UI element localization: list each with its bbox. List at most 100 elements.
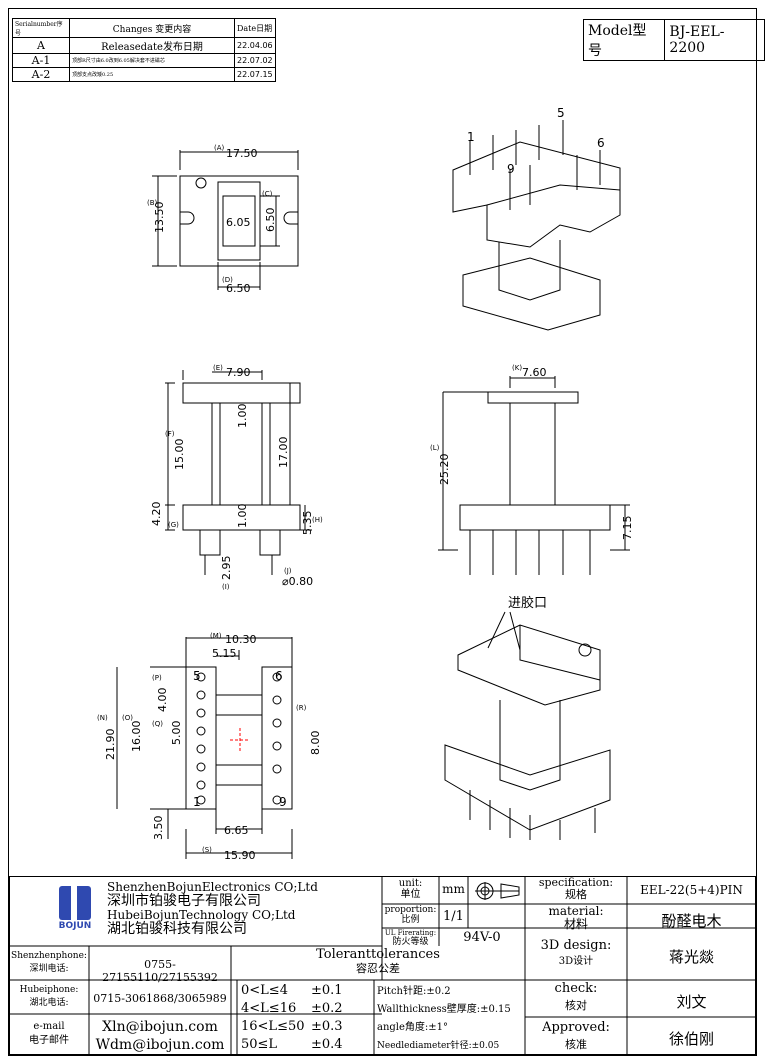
iso-top-view	[452, 120, 621, 331]
ul-label: UL Firerating:	[384, 929, 437, 937]
ul-label-cn: 防火等级	[392, 937, 429, 947]
material-label: material:	[548, 904, 604, 918]
front-view-pins	[199, 530, 281, 575]
iso-pin-1: 1	[467, 130, 475, 144]
design-value: 蒋光燚	[668, 948, 714, 966]
top-view-outline	[179, 175, 299, 267]
email-label: e-mail	[33, 1021, 65, 1032]
iso-top-pins	[469, 120, 601, 210]
dim-c-label: (C)	[262, 190, 273, 198]
dim-k-label: (K)	[512, 364, 522, 372]
dim-j-label: (J)	[284, 567, 292, 575]
needle-note: Needlediameter针径:±0.05	[377, 1041, 500, 1051]
dim-17-value: 17.00	[277, 437, 290, 469]
top-view-dim-lines	[152, 150, 299, 290]
tolerance-notes: Pitch针距:±0.2 Wallthickness壁厚度:±0.15 angl…	[377, 983, 525, 1055]
email-2: Wdm@ibojun.com	[95, 1037, 225, 1053]
top-view-hole	[195, 177, 207, 189]
dim-e-value: 7.90	[226, 366, 251, 379]
unit-label-cell: unit: 单位	[382, 878, 439, 900]
tolerance-value: ±0.3	[311, 1019, 343, 1034]
approved-label: Approved:	[542, 1020, 610, 1035]
dim-h-label: (H)	[312, 516, 323, 524]
gate-leaders	[487, 611, 521, 651]
spec-label: specification:	[538, 876, 614, 889]
dim-c-value: 6.50	[264, 208, 277, 233]
revision-change: 顶部支点改矮0.25	[69, 67, 235, 82]
bottom-view-centermark	[230, 728, 250, 752]
ul-label-cell: UL Firerating: 防火等级	[382, 929, 439, 947]
material-label-cell: material: 材料	[525, 905, 627, 931]
dim-m-label: (M)	[210, 632, 222, 640]
hubei-label: Hubeiphone:	[19, 985, 79, 995]
revision-serial: A-1	[12, 53, 70, 68]
proportion-label-cell: proportion: 比例	[382, 905, 439, 925]
shenzhen-phone: 0755-27155110/27155392	[102, 958, 218, 984]
dim-715-value: 7.15	[621, 516, 634, 541]
dim-q-label: (Q)	[152, 720, 163, 728]
dim-p-value: 4.00	[156, 688, 169, 713]
dim-l-value: 25.20	[438, 454, 451, 486]
dim-b-label: (B)	[147, 199, 158, 207]
title-block-grid	[9, 876, 756, 1055]
shenzhen-label-cell: Shenzhenphone: 深圳电话:	[9, 950, 89, 976]
hubei-label-cn: 湖北电话:	[29, 998, 69, 1008]
iso-bottom-view	[444, 611, 611, 840]
drawing-frame	[8, 8, 757, 1056]
dim-f-value: 15.00	[173, 439, 186, 471]
proportion-label-cn: 比例	[401, 915, 420, 925]
tolerance-row: 16<L≤50±0.3	[241, 1018, 371, 1036]
dim-r-label: (R)	[296, 704, 307, 712]
unit-value: mm	[442, 882, 465, 896]
check-label: check:	[554, 981, 598, 996]
tolerance-list: 0<L≤4±0.1 4<L≤16±0.2 16<L≤50±0.3 50≤L±0.…	[241, 982, 371, 1054]
iso-pin-5: 5	[557, 106, 565, 120]
dim-j-value: ⌀0.80	[282, 575, 313, 588]
design-label-cell: 3D design: 3D设计	[525, 938, 627, 970]
tolerance-value: ±0.2	[311, 1001, 343, 1016]
company-cn-2: 湖北铂骏科技有限公司	[107, 921, 247, 937]
dim-o-value: 16.00	[130, 721, 143, 753]
bottom-view-pins	[196, 672, 282, 805]
spec-label-cn: 规格	[565, 888, 587, 901]
material-label-cn: 材料	[563, 917, 588, 931]
pin-label-5: 5	[193, 669, 201, 683]
spec-label-cell: specification: 规格	[525, 877, 627, 901]
pin-label-9: 9	[279, 795, 287, 809]
email-1: Xln@ibojun.com	[102, 1019, 218, 1035]
iso-top-base	[462, 257, 601, 331]
tolerance-value: ±0.1	[311, 983, 343, 998]
approved-label-cell: Approved: 核准	[525, 1019, 627, 1053]
top-view-core	[222, 195, 256, 247]
proportion-label: proportion:	[384, 905, 437, 915]
model-label: Model型号	[582, 19, 666, 61]
dim-s-label: (S)	[202, 846, 212, 854]
company-names: ShenzhenBojunElectronics CO;Ltd 深圳市铂骏电子有…	[107, 881, 318, 937]
tolerance-title: Toleranttolerances	[316, 947, 440, 962]
dim-o-label: (O)	[122, 714, 133, 722]
bottom-view-core-lines	[216, 714, 262, 766]
dim-r-value: 8.00	[309, 731, 322, 756]
tolerance-title-cn: 容忍公差	[356, 962, 400, 975]
dim-1-value: 1.00	[236, 404, 249, 429]
dim-d-label: (D)	[222, 276, 233, 284]
dim-m-value: 10.30	[225, 633, 257, 646]
shenzhen-label: Shenzhenphone:	[11, 951, 87, 961]
dim-s-value: 15.90	[224, 849, 256, 862]
title-block: BOJUN ShenzhenBojunElectronics CO;Ltd 深圳…	[9, 876, 756, 1055]
iso-top-flange	[452, 141, 621, 248]
dim-l-label: (L)	[430, 444, 440, 452]
bottom-view	[116, 637, 293, 859]
revision-header-row: Serialnumber序号 Changes 变更内容 Date日期	[12, 18, 276, 38]
side-view-pins	[469, 530, 591, 575]
top-view	[152, 150, 299, 290]
spec-value: EEL-22(5+4)PIN	[640, 883, 743, 897]
approved-value: 徐伯刚	[668, 1030, 714, 1048]
revision-date: 22.07.15	[234, 67, 276, 82]
company-en-1: ShenzhenBojunElectronics CO;Ltd	[107, 880, 318, 894]
tolerance-row: 4<L≤16±0.2	[241, 1000, 371, 1018]
ul-value: 94V-0	[463, 930, 501, 945]
dim-a-label: (A)	[214, 144, 225, 152]
unit-label: unit:	[398, 878, 423, 889]
bottom-view-core	[215, 694, 263, 786]
